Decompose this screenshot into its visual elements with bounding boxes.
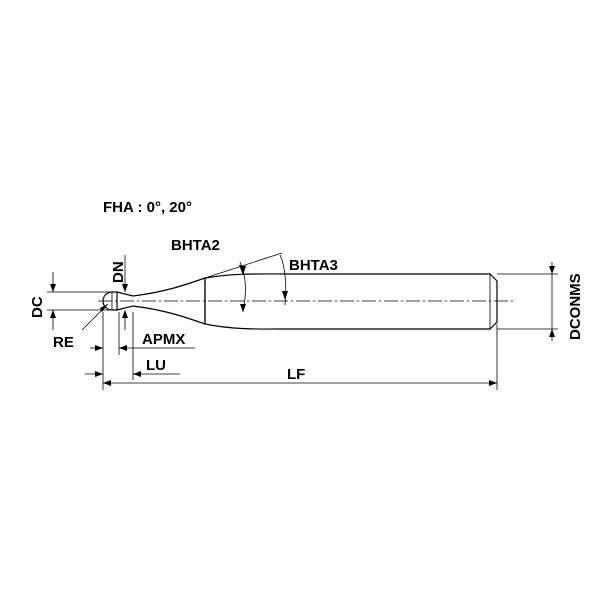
lf-label: LF xyxy=(287,366,305,383)
lf-dimension: LF xyxy=(102,324,498,390)
taper xyxy=(132,277,206,325)
lu-dimension: LU xyxy=(85,312,180,380)
ball-nose xyxy=(102,291,118,311)
dconms-label: DCONMS xyxy=(567,273,584,340)
dn-dimension: DN xyxy=(110,255,128,330)
lu-label: LU xyxy=(146,357,166,374)
dc-label: DC xyxy=(29,296,46,318)
re-dimension: RE xyxy=(53,303,109,351)
tool-outline xyxy=(98,273,515,330)
dconms-dimension: DCONMS xyxy=(497,262,584,341)
bhta2-label: BHTA2 xyxy=(171,237,220,254)
bhta-angles: BHTA2 BHTA3 xyxy=(171,237,338,313)
re-label: RE xyxy=(53,334,74,351)
dc-dimension: DC xyxy=(29,272,110,330)
neck xyxy=(116,291,134,311)
apmx-label: APMX xyxy=(142,331,185,348)
shank xyxy=(204,273,498,330)
bhta3-label: BHTA3 xyxy=(289,257,338,274)
apmx-dimension: APMX xyxy=(90,312,195,355)
fha-note: FHA : 0°, 20° xyxy=(103,199,192,216)
dn-label: DN xyxy=(110,261,127,283)
